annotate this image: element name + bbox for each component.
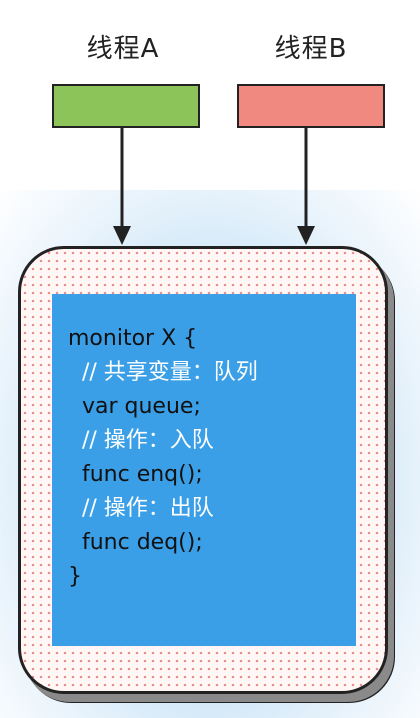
code-comment-dequeue: // 操作：出队 — [68, 496, 214, 521]
thread-a-label: 线程A — [86, 34, 160, 64]
thread-a-box — [52, 84, 200, 128]
thread-a-arrow — [113, 128, 131, 245]
thread-b-box — [237, 84, 385, 128]
code-comment-shared-var: // 共享变量：队列 — [68, 360, 258, 385]
code-comment-enqueue: // 操作：入队 — [68, 428, 214, 453]
code-line-func-enq: func enq(); — [68, 462, 203, 487]
code-line-close-brace: } — [68, 564, 82, 589]
code-line-monitor-decl: monitor X { — [68, 326, 198, 351]
thread-b-arrow — [297, 128, 315, 245]
monitor-code-panel: monitor X { // 共享变量：队列 var queue; // 操作：… — [52, 294, 356, 646]
thread-b-label: 线程B — [274, 34, 348, 64]
code-line-func-deq: func deq(); — [68, 530, 203, 555]
code-line-var-queue: var queue; — [68, 394, 201, 419]
